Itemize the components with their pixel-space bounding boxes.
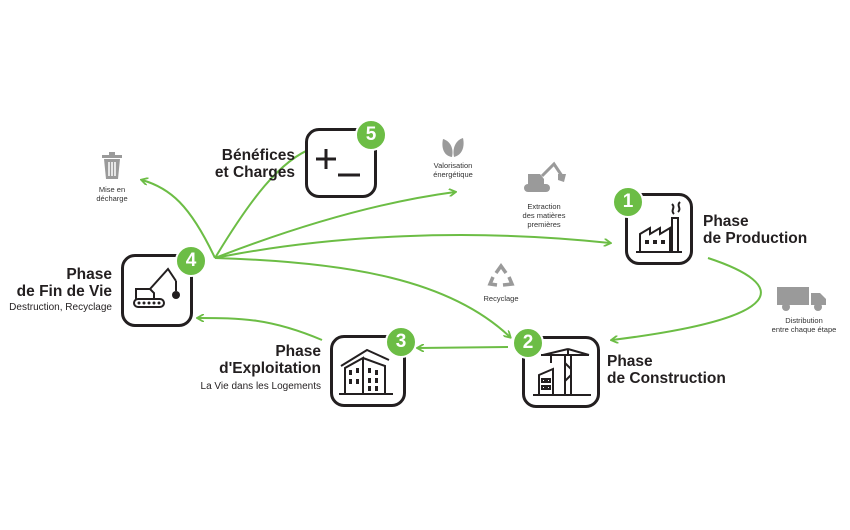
distribution-label: Distribution entre chaque étape [766, 316, 842, 334]
phase-benefits-badge: 5 [355, 119, 387, 151]
phase-benefits-title: Bénéfices et Charges [215, 147, 295, 181]
arrow-endoflife-to-production [214, 234, 610, 259]
phase-endoflife-title-line1: Phase [66, 266, 112, 283]
excavator-icon [524, 161, 566, 192]
demolition-excavator-icon [133, 267, 180, 308]
phase-production-badge: 1 [612, 186, 644, 218]
phase-production-title-line2: de Production [703, 230, 808, 247]
phase-construction-title: Phase de Construction [607, 353, 726, 387]
phase-benefits-title-line1: Bénéfices [221, 147, 295, 164]
arrow-endoflife-to-landfill [142, 180, 216, 259]
building-icon [339, 348, 393, 395]
energy-label-line2: énergétique [433, 170, 473, 179]
extraction-label-line3: premières [527, 220, 561, 229]
extraction-label-line2: des matières [522, 211, 566, 220]
phase-exploitation-title-line2: d'Exploitation [219, 360, 321, 377]
phase-production-title: Phase de Production [703, 213, 807, 247]
phase-construction-title-line2: de Construction [607, 370, 726, 387]
trash-icon [102, 152, 122, 179]
phase-exploitation-subtitle: La Vie dans les Logements [200, 381, 321, 392]
plus-minus-icon [316, 149, 360, 177]
phase-endoflife-badge: 4 [175, 245, 207, 277]
phase-construction-badge: 2 [512, 327, 544, 359]
phase-endoflife-subtitle: Destruction, Recyclage [9, 302, 112, 313]
phase-exploitation-title: Phase d'Exploitation [219, 343, 321, 377]
phase-exploitation-box [330, 335, 406, 407]
phase-benefits-title-line2: et Charges [214, 164, 295, 181]
arrow-construction-to-exploitation [418, 347, 509, 348]
arrow-exploitation-to-endoflife [198, 318, 323, 341]
phase-production-box [625, 193, 693, 265]
phase-exploitation-title-line1: Phase [275, 343, 321, 360]
landfill-label-line2: décharge [96, 194, 128, 203]
arrow-production-to-construction [612, 257, 762, 340]
crane-icon [533, 348, 591, 396]
phase-endoflife-title-line2: de Fin de Vie [16, 283, 112, 300]
extraction-label-line1: Extraction [527, 202, 561, 211]
arrow-endoflife-to-energy [214, 192, 455, 259]
recycling-label: Recyclage [483, 294, 519, 303]
arrow-endoflife-to-benefits [214, 148, 313, 259]
arrow-endoflife-to-construction [214, 257, 510, 337]
phase-production-title-line1: Phase [703, 213, 749, 230]
truck-icon [777, 287, 826, 311]
factory-icon [636, 201, 682, 253]
distribution-label-line2: entre chaque étape [771, 325, 837, 334]
phase-exploitation-badge: 3 [385, 326, 417, 358]
phase-endoflife-title: Phase de Fin de Vie [17, 266, 112, 300]
landfill-label: Mise en décharge [82, 185, 142, 203]
energy-label-line1: Valorisation [433, 161, 473, 170]
energy-label: Valorisation énergétique [418, 161, 488, 179]
landfill-label-line1: Mise en [98, 185, 126, 194]
distribution-label-line1: Distribution [785, 316, 823, 325]
recycle-icon [487, 263, 515, 287]
extraction-label: Extraction des matières premières [510, 202, 578, 229]
phase-construction-title-line1: Phase [607, 353, 653, 370]
leaves-icon [442, 138, 464, 157]
